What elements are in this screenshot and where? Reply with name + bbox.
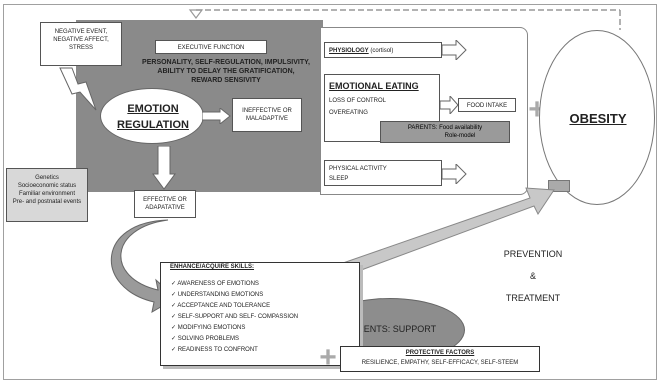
arrow-physiology: [442, 40, 467, 60]
check-icon: ✓: [171, 314, 177, 320]
skill-item: ✓ ACCEPTANCE AND TOLERANCE: [171, 303, 271, 309]
skill-item: ✓ UNDERSTANDING EMOTIONS: [171, 292, 264, 298]
negative-event-line-2: NEGATIVE AFFECT,: [53, 37, 109, 43]
factors-box: Genetics Socioeconomic status Familiar e…: [6, 168, 88, 222]
skill-item: ✓ MODIFYING EMOTIONS: [171, 325, 246, 331]
parents-food-line-1: PARENTS: Food availability: [407, 125, 483, 131]
effective-line-2: ADAPATATIVE: [145, 205, 185, 211]
prevention-line-1: PREVENTION: [503, 249, 563, 259]
lightning-bolt-icon: [59, 67, 97, 111]
emotional-eating-line-2: OVEREATING: [329, 110, 368, 116]
check-icon: ✓: [171, 336, 177, 342]
skill-item: ✓ SOLVING PROBLEMS: [171, 336, 239, 342]
skill-item: ✓ AWARENESS OF EMOTIONS: [171, 281, 259, 287]
ineffective-line-2: MALADAPTIVE: [245, 116, 288, 122]
protective-title: PROTECTIVE FACTORS: [405, 350, 475, 356]
check-icon: ✓: [171, 303, 177, 309]
effective-line-1: EFFECTIVE OR: [143, 197, 187, 203]
arrow-to-effective: [152, 146, 176, 190]
factor-genetics: Genetics: [35, 175, 59, 181]
food-intake-box: FOOD INTAKE: [458, 98, 516, 112]
physical-activity-line-2: SLEEP: [329, 176, 349, 182]
effective-box: EFFECTIVE OR ADAPATATIVE: [134, 190, 196, 218]
emotion-regulation-oval: EMOTION REGULATION: [100, 88, 204, 144]
executive-function-box: EXECUTIVE FUNCTION: [155, 40, 267, 54]
regulation-label: REGULATION: [117, 119, 189, 131]
factor-environment: Familiar environment: [18, 191, 76, 197]
physical-activity-line-1: PHYSICAL ACTIVITY: [329, 166, 387, 172]
personality-line-3: REWARD SENSIVITY: [191, 77, 261, 84]
check-icon: ✓: [171, 325, 177, 331]
arrow-physical-activity: [442, 164, 467, 184]
parents-support-label: PARENTS: SUPPORT: [345, 324, 437, 334]
parents-food-line-2: Role-model: [444, 133, 476, 139]
personality-line-2: ABILITY TO DELAY THE GRATIFICATION,: [157, 68, 295, 75]
ineffective-box: INEFFECTIVE OR MALADAPTIVE: [232, 98, 302, 132]
plus-protective-icon: +: [319, 341, 337, 374]
physiology-box: PHYSIOLOGY (cortisol): [324, 42, 442, 58]
prevention-text: PREVENTION & TREATMENT: [486, 248, 580, 304]
emotional-eating-line-1: LOSS OF CONTROL: [329, 98, 387, 104]
parents-food-box: PARENTS: Food availability Role-model: [380, 121, 510, 143]
arrow-to-food-intake: [440, 96, 459, 114]
skill-item: ✓ SELF-SUPPORT AND SELF- COMPASSION: [171, 314, 299, 320]
personality-text: PERSONALITY, SELF-REGULATION, IMPULSIVIT…: [126, 58, 326, 85]
physiology-label: PHYSIOLOGY: [329, 48, 369, 54]
factor-socioeconomic: Socioeconomic status: [17, 183, 77, 189]
obesity-oval: OBESITY: [539, 30, 655, 205]
executive-function-label: EXECUTIVE FUNCTION: [177, 45, 245, 51]
protective-items: RESILIENCE, EMPATHY, SELF-EFFICACY, SELF…: [361, 360, 519, 366]
negative-event-box: NEGATIVE EVENT, NEGATIVE AFFECT, STRESS: [40, 22, 122, 66]
factor-pre-postnatal: Pre- and postnatal events: [12, 199, 82, 205]
obesity-label: OBESITY: [569, 111, 627, 126]
curved-arrow: [110, 219, 177, 313]
prevention-line-2: &: [529, 271, 536, 281]
personality-line-1: PERSONALITY, SELF-REGULATION, IMPULSIVIT…: [142, 59, 310, 66]
food-intake-label: FOOD INTAKE: [466, 103, 508, 109]
prevention-line-3: TREATMENT: [505, 293, 561, 303]
ineffective-line-1: INEFFECTIVE OR: [242, 108, 292, 114]
skills-title: ENHANCE/ACQUIRE SKILLS:: [170, 264, 255, 270]
check-icon: ✓: [171, 292, 177, 298]
check-icon: ✓: [171, 347, 177, 353]
physiology-detail: (cortisol): [370, 48, 394, 54]
skills-box: [160, 262, 360, 366]
skill-item: ✓ READINESS TO CONFRONT: [171, 347, 258, 353]
physical-activity-box: PHYSICAL ACTIVITY SLEEP: [324, 160, 442, 186]
minus-obesity-icon: [548, 180, 570, 192]
feedback-arrowhead: [188, 9, 204, 19]
negative-event-line-3: STRESS: [68, 45, 93, 51]
arrow-to-ineffective: [202, 108, 231, 124]
emotional-eating-title: EMOTIONAL EATING: [329, 81, 419, 91]
check-icon: ✓: [171, 281, 177, 287]
emotion-label: EMOTION: [127, 103, 179, 115]
figure-frame: [3, 4, 657, 380]
negative-event-line-1: NEGATIVE EVENT,: [54, 29, 108, 35]
protective-factors-box: PROTECTIVE FACTORS RESILIENCE, EMPATHY, …: [340, 346, 540, 372]
